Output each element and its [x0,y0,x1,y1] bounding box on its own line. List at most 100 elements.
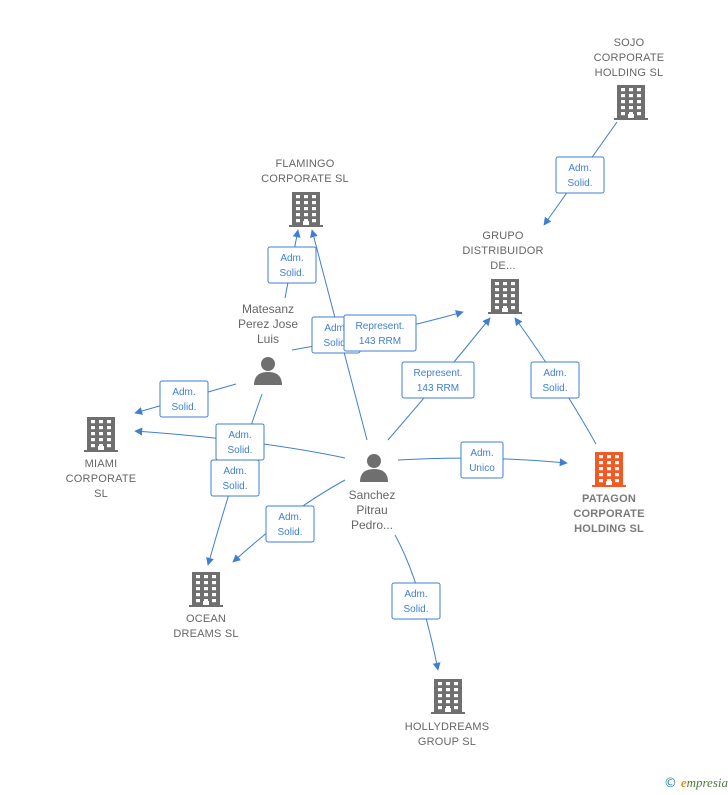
node-sanchez[interactable]: SanchezPitrauPedro... [349,454,396,532]
node-label-miami: MIAMI [85,458,118,470]
matesanz-person-body [254,372,282,385]
edge-label-text: Adm. [470,448,493,459]
edge-label-text: Adm. [404,589,427,600]
grupo-building-window [495,294,499,298]
flamingo-building-window [312,213,316,217]
edge-label-sanchez-to-hollydreams[interactable]: Adm.Solid. [391,582,441,620]
flamingo-building-window [304,207,308,211]
flamingo-building-window [296,213,300,217]
node-label-grupo: DISTRIBUIDOR [462,245,543,257]
edge-label-text: Solid. [567,178,592,189]
edge-label-sojo-to-grupo[interactable]: Adm. Solid. [555,156,605,194]
hollydreams-building-window [454,694,458,698]
edge-label-sanchez-to-grupo[interactable]: Represent.143 RRM [401,361,475,399]
ocean-building-window [196,581,200,585]
edge-label-matesanz-to-miami[interactable]: Adm. Solid. [159,380,209,418]
edge-label-text: Adm. [568,163,591,174]
node-label-miami: SL [94,488,108,500]
node-grupo[interactable]: GRUPODISTRIBUIDORDE... [462,230,543,314]
node-hollydreams[interactable]: HOLLYDREAMS GROUP SL [405,679,490,748]
edge-label-text: Solid. [222,481,247,492]
flamingo-building-base [289,225,323,227]
hollydreams-building-base [431,712,465,714]
edge-label-text: Adm. [228,430,251,441]
grupo-building-window [511,288,515,292]
sojo-building-window [637,100,641,104]
ocean-building-window [196,593,200,597]
sojo-building-window [629,112,633,116]
miami-building-window [99,432,103,436]
edge-label-sanchez-to-miami[interactable]: Adm.Solid. [215,423,265,461]
flamingo-building-window [296,207,300,211]
sojo-building-door [628,114,634,119]
edge-label-matesanz-to-flamingo[interactable]: Adm.Solid. [267,246,317,284]
miami-building-window [107,420,111,424]
edge-label-matesanz-to-grupo[interactable]: Represent.143 RRM [343,314,417,352]
empresia-watermark: ©empresia [664,775,728,791]
grupo-building-window [495,306,499,310]
miami-building-window [91,438,95,442]
copyright-symbol: © [663,776,677,791]
sojo-building-window [629,106,633,110]
edge-label-text: Adm. [278,512,301,523]
node-label-hollydreams: GROUP SL [418,736,476,748]
sojo-building-window [621,106,625,110]
patagon-building-base [592,485,626,487]
sojo-building-window [629,94,633,98]
edge-label-sanchez-to-ocean[interactable]: Adm.Solid. [265,505,315,543]
hollydreams-building-window [438,694,442,698]
hollydreams-building-window [454,706,458,710]
flamingo-building-window [304,201,308,205]
building-icon [614,85,648,120]
edge-label-text: Solid. [171,402,196,413]
edge-label-text: Adm. [324,323,347,334]
sojo-building-window [637,94,641,98]
edge-label-text: Adm. [172,387,195,398]
edge-labels-layer: Adm. Solid. Adm. Solid. Adm. Solid. Represent.… [159,156,605,620]
edge-label-box [265,505,315,543]
edge-label-matesanz-to-ocean[interactable]: Adm.Solid. [210,459,260,497]
node-label-matesanz: Perez Jose [238,317,298,331]
patagon-building-window [607,455,611,459]
grupo-building-window [503,294,507,298]
grupo-building-window [511,294,515,298]
matesanz-person-head [261,357,275,371]
node-label-hollydreams: HOLLYDREAMS [405,721,490,733]
miami-building-window [99,438,103,442]
edge-label-box [343,314,417,352]
miami-building-window [91,444,95,448]
hollydreams-building-window [438,682,442,686]
miami-building-base [84,450,118,452]
grupo-building-window [511,306,515,310]
miami-building-window [107,432,111,436]
miami-building-window [91,432,95,436]
edge-label-box [267,246,317,284]
patagon-building-window [607,467,611,471]
flamingo-building-window [304,195,308,199]
node-label-grupo: GRUPO [482,230,524,242]
ocean-building-window [196,599,200,603]
patagon-building-window [607,479,611,483]
grupo-building-window [495,282,499,286]
node-label-patagon: CORPORATE [573,508,644,520]
ocean-building-base [189,605,223,607]
edge-label-text: Represent. [356,321,405,332]
edge-label-box [460,441,504,479]
grupo-building-window [495,300,499,304]
patagon-building-window [599,461,603,465]
edge-label-patagon-to-grupo[interactable]: Adm.Solid. [530,361,580,399]
node-label-sojo: HOLDING SL [595,67,664,79]
edge-label-sanchez-to-patagon[interactable]: Adm.Unico [460,441,504,479]
hollydreams-building-window [438,706,442,710]
edge-label-text: Solid. [542,383,567,394]
brand-initial: e [680,775,687,790]
edge-label-box [391,582,441,620]
grupo-building-window [503,288,507,292]
